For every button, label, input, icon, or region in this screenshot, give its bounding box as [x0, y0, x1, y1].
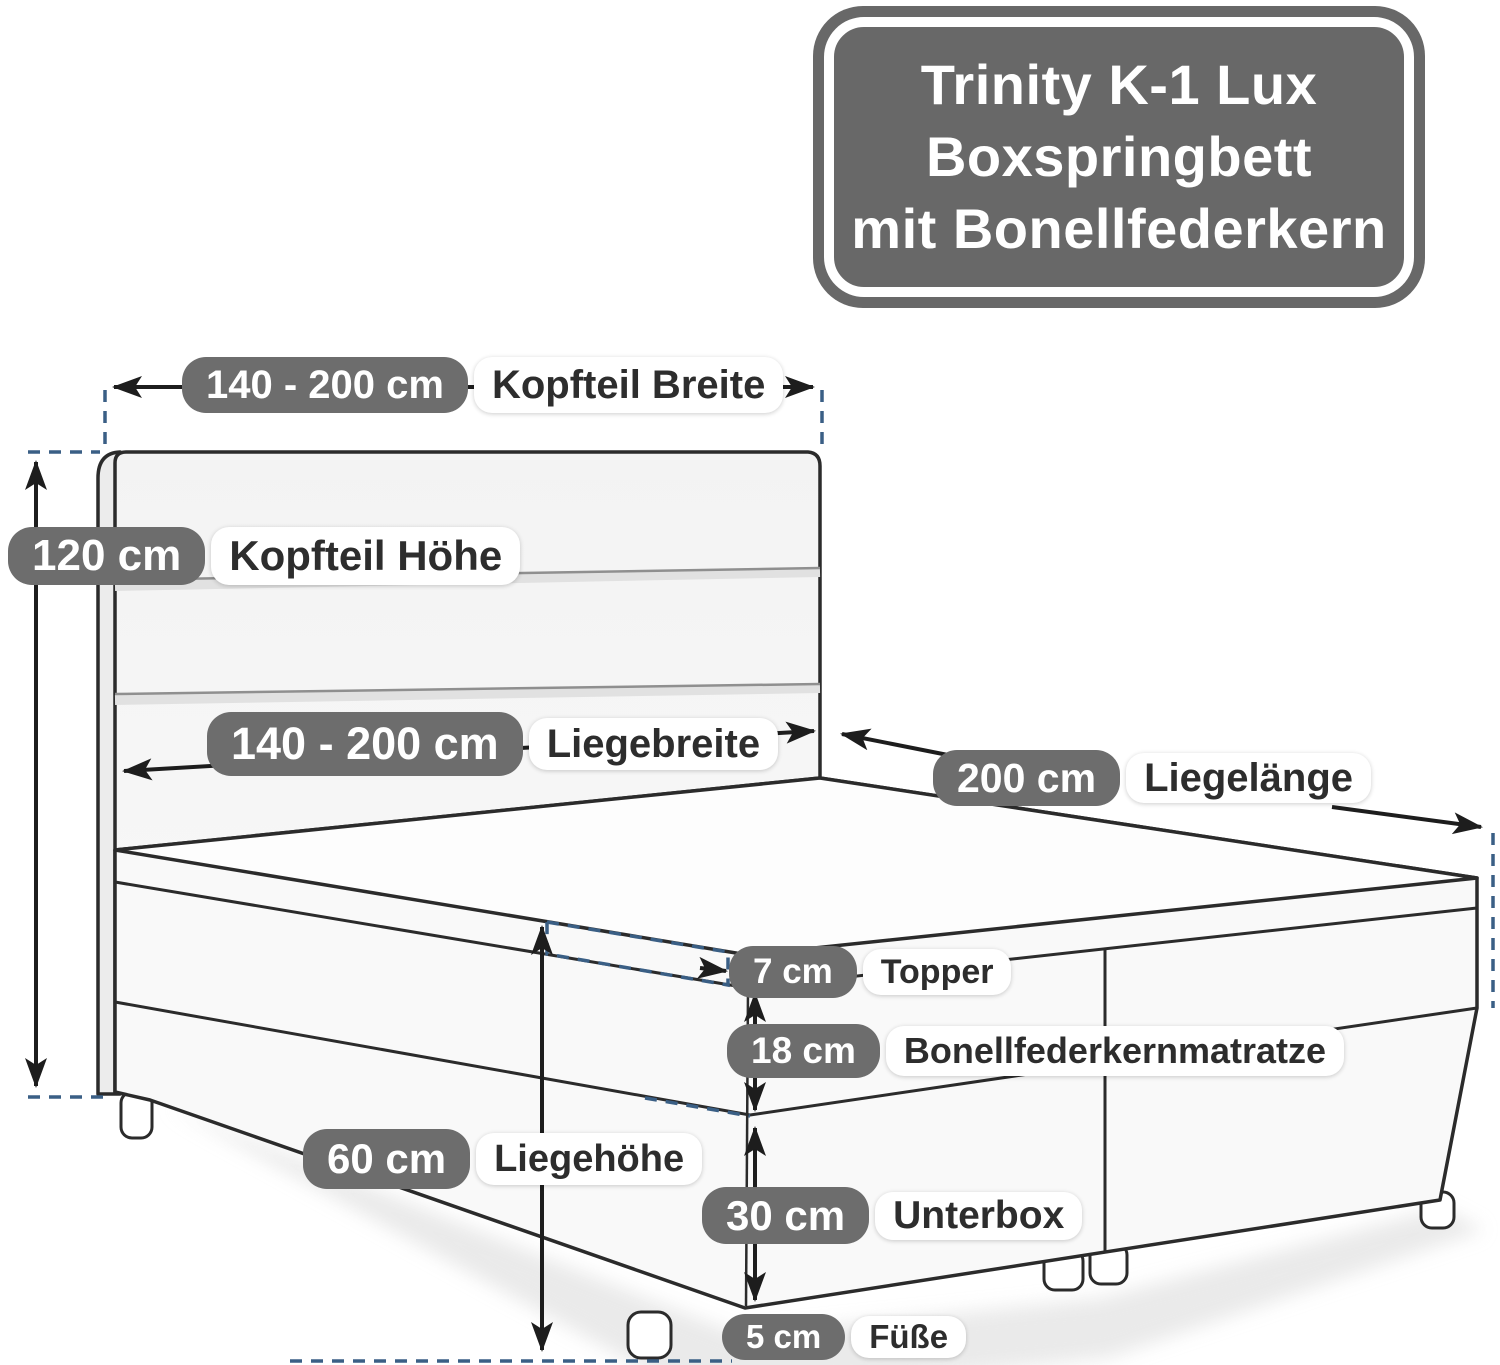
topper-label: Topper — [862, 949, 1012, 995]
liegelaenge-label: Liegelänge — [1126, 753, 1372, 803]
kopfteil-breite-value: 140 - 200 cm — [182, 357, 468, 413]
product-title-box: Trinity K-1 Lux Boxspringbett mit Bonell… — [813, 6, 1425, 308]
product-title-line3: mit Bonellfederkern — [851, 197, 1387, 261]
dim-topper: 7 cm Topper — [729, 946, 1012, 998]
mattress-surface — [113, 776, 1479, 957]
topper-value: 7 cm — [729, 946, 857, 998]
product-title-line1: Trinity K-1 Lux — [920, 52, 1318, 116]
liegelaenge-value: 200 cm — [933, 750, 1121, 806]
unterbox-label: Unterbox — [875, 1191, 1083, 1240]
liegebreite-label: Liegebreite — [528, 718, 779, 770]
matratze-value: 18 cm — [727, 1024, 880, 1078]
foot-front-corner — [626, 1310, 673, 1360]
unterbox-value: 30 cm — [702, 1187, 870, 1244]
dim-liegelaenge: 200 cm Liegelänge — [933, 750, 1372, 806]
dim-kopfteil-hoehe: 120 cm Kopfteil Höhe — [8, 527, 521, 585]
liegehoehe-value: 60 cm — [303, 1129, 471, 1189]
dim-matratze: 18 cm Bonellfederkernmatratze — [727, 1024, 1345, 1078]
product-title-line2: Boxspringbett — [925, 124, 1313, 188]
arrow-topper-pointer — [696, 956, 728, 979]
dim-liegehoehe: 60 cm Liegehöhe — [303, 1129, 703, 1189]
dim-kopfteil-breite: 140 - 200 cm Kopfteil Breite — [182, 357, 784, 413]
bed-feet — [119, 1090, 1456, 1360]
dash-box-top — [644, 1096, 751, 1118]
fuesse-value: 5 cm — [722, 1314, 846, 1360]
dim-unterbox: 30 cm Unterbox — [702, 1187, 1083, 1244]
product-title-inner: Trinity K-1 Lux Boxspringbett mit Bonell… — [824, 17, 1414, 297]
dim-liegebreite: 140 - 200 cm Liegebreite — [207, 712, 779, 776]
matratze-label: Bonellfederkernmatratze — [885, 1026, 1345, 1076]
arrow-liegelaenge-end — [1331, 805, 1483, 835]
kopfteil-breite-label: Kopfteil Breite — [473, 357, 784, 413]
kopfteil-hoehe-value: 120 cm — [8, 527, 206, 585]
dim-fuesse: 5 cm Füße — [722, 1314, 967, 1360]
fuesse-label: Füße — [851, 1316, 967, 1358]
liegebreite-value: 140 - 200 cm — [207, 712, 523, 776]
liegehoehe-label: Liegehöhe — [476, 1133, 703, 1185]
floor-shadow — [165, 1105, 1484, 1365]
kopfteil-hoehe-label: Kopfteil Höhe — [211, 527, 521, 585]
arrow-liegelaenge-start — [840, 728, 959, 759]
